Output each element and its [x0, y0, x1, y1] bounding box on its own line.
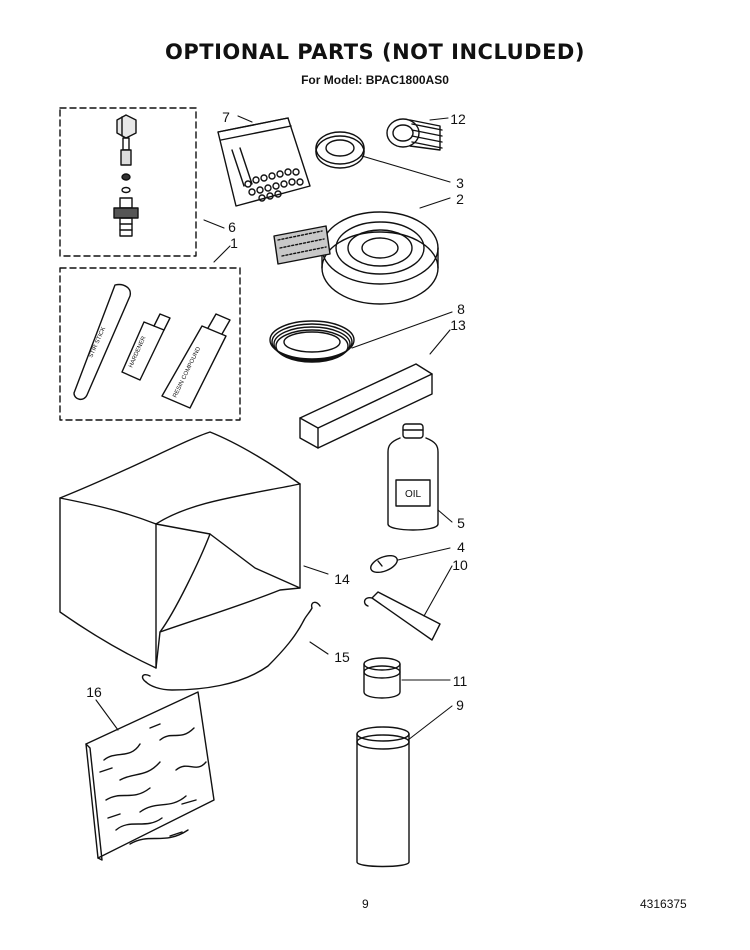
callout-2: 2: [456, 191, 464, 207]
callout-16: 16: [86, 684, 102, 700]
leader-7: [237, 115, 253, 123]
callout-5: 5: [457, 515, 465, 531]
callout-13: 13: [450, 317, 466, 333]
sealant-tube-drawing: [363, 591, 441, 641]
callout-1: 1: [230, 235, 238, 251]
tape-strip-roll-drawing: [386, 118, 443, 151]
leader-6: [203, 219, 225, 229]
callout-12: 12: [450, 111, 466, 127]
leader-5: [437, 509, 453, 523]
leader-8: [351, 311, 453, 349]
leader-13: [429, 329, 451, 355]
small-can-drawing: [363, 657, 401, 699]
hardener-tube-drawing: HARDENER: [121, 313, 171, 381]
callout-3: 3: [456, 175, 464, 191]
leader-15: [309, 641, 329, 655]
callout-11: 11: [453, 673, 468, 689]
small-tape-roll-drawing: [315, 131, 365, 169]
resin-tube-drawing: RESIN COMPOUND: [161, 313, 231, 409]
callout-15: 15: [334, 649, 350, 665]
callout-numbers: 7 12 3 2 6 1 8 13 5 4 10 14 15 11 9 16: [86, 109, 468, 713]
leader-2: [419, 197, 451, 209]
leader-9: [407, 705, 453, 741]
leader-10: [423, 565, 453, 617]
coiled-wire-drawing: [269, 320, 355, 363]
foam-tape-roll-drawing: [273, 211, 439, 305]
callout-6: 6: [228, 219, 236, 235]
leader-12: [429, 117, 449, 121]
document-number: 4316375: [640, 897, 687, 911]
callout-7: 7: [222, 109, 230, 125]
leader-1: [213, 245, 231, 263]
callout-14: 14: [334, 571, 350, 587]
leader-4: [397, 547, 451, 561]
model-subtitle: For Model: BPAC1800AS0: [301, 73, 449, 87]
callout-8: 8: [457, 301, 465, 317]
page-number: 9: [362, 897, 369, 911]
callout-4: 4: [457, 539, 465, 555]
oil-label: OIL: [405, 489, 422, 500]
hook-cord-drawing: [141, 601, 321, 691]
leader-3: [361, 155, 451, 183]
service-valve-drawing: [113, 114, 139, 237]
repair-kit-box: [59, 267, 241, 421]
leader-16: [95, 699, 119, 731]
callout-10: 10: [452, 557, 468, 573]
aerosol-can-drawing: [356, 726, 410, 868]
leader-14: [303, 565, 329, 575]
stir-stick-drawing: STIR STICK: [73, 283, 131, 400]
callout-9: 9: [456, 697, 464, 713]
oil-bottle-drawing: OIL: [387, 423, 439, 531]
filter-pad-drawing: [85, 691, 215, 861]
page-title: OPTIONAL PARTS (NOT INCLUDED): [165, 40, 585, 64]
leader-lines: [95, 115, 453, 741]
valve-kit-box: [59, 107, 197, 257]
foam-block-drawing: [299, 363, 433, 449]
unit-cover-drawing: [59, 431, 301, 669]
parts-bag-drawing: [217, 117, 311, 207]
capsule-drawing: [370, 554, 398, 574]
